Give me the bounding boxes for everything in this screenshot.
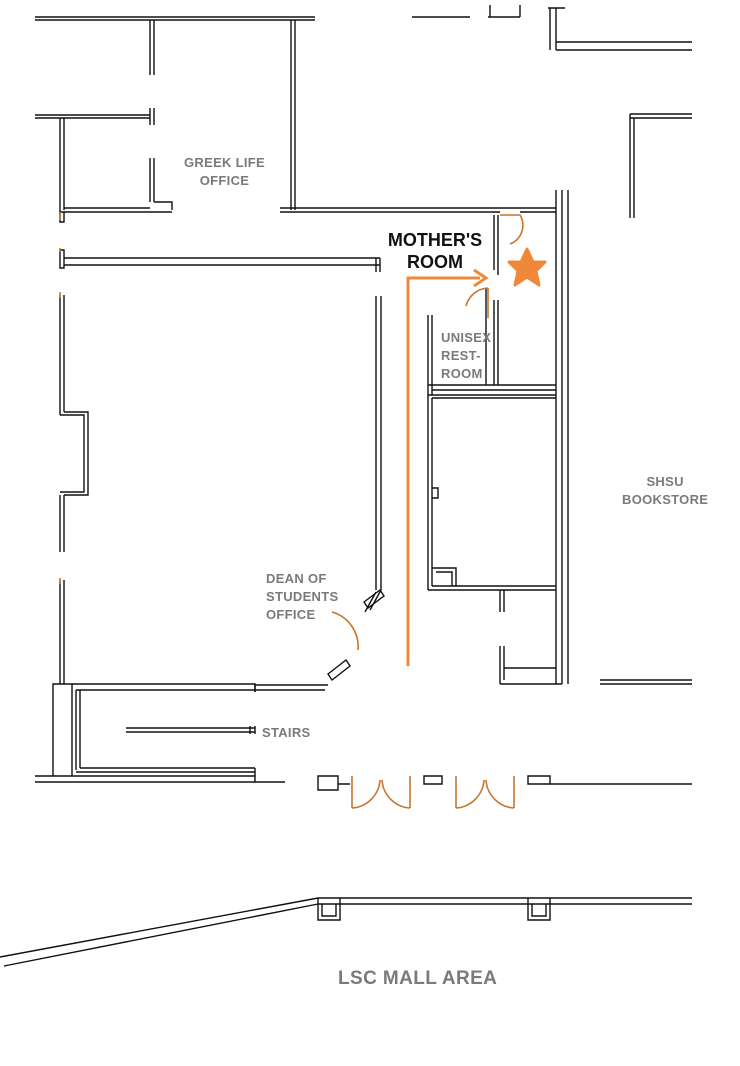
walls xyxy=(0,5,692,967)
mothers-room-label: MOTHER'S ROOM xyxy=(387,230,483,272)
dean-of-students-office-label: DEAN OF STUDENTS OFFICE xyxy=(266,571,339,622)
star-icon xyxy=(507,247,547,287)
stairs-label: STAIRS xyxy=(262,725,311,740)
doors xyxy=(59,212,524,809)
greek-life-office-label: GREEK LIFE OFFICE xyxy=(184,155,266,188)
unisex-restroom-label: UNISEX REST- ROOM xyxy=(441,330,492,381)
shsu-bookstore-label: SHSU BOOKSTORE xyxy=(622,474,709,507)
lsc-mall-area-label: LSC MALL AREA xyxy=(338,968,498,989)
route-arrow-icon xyxy=(406,268,489,666)
